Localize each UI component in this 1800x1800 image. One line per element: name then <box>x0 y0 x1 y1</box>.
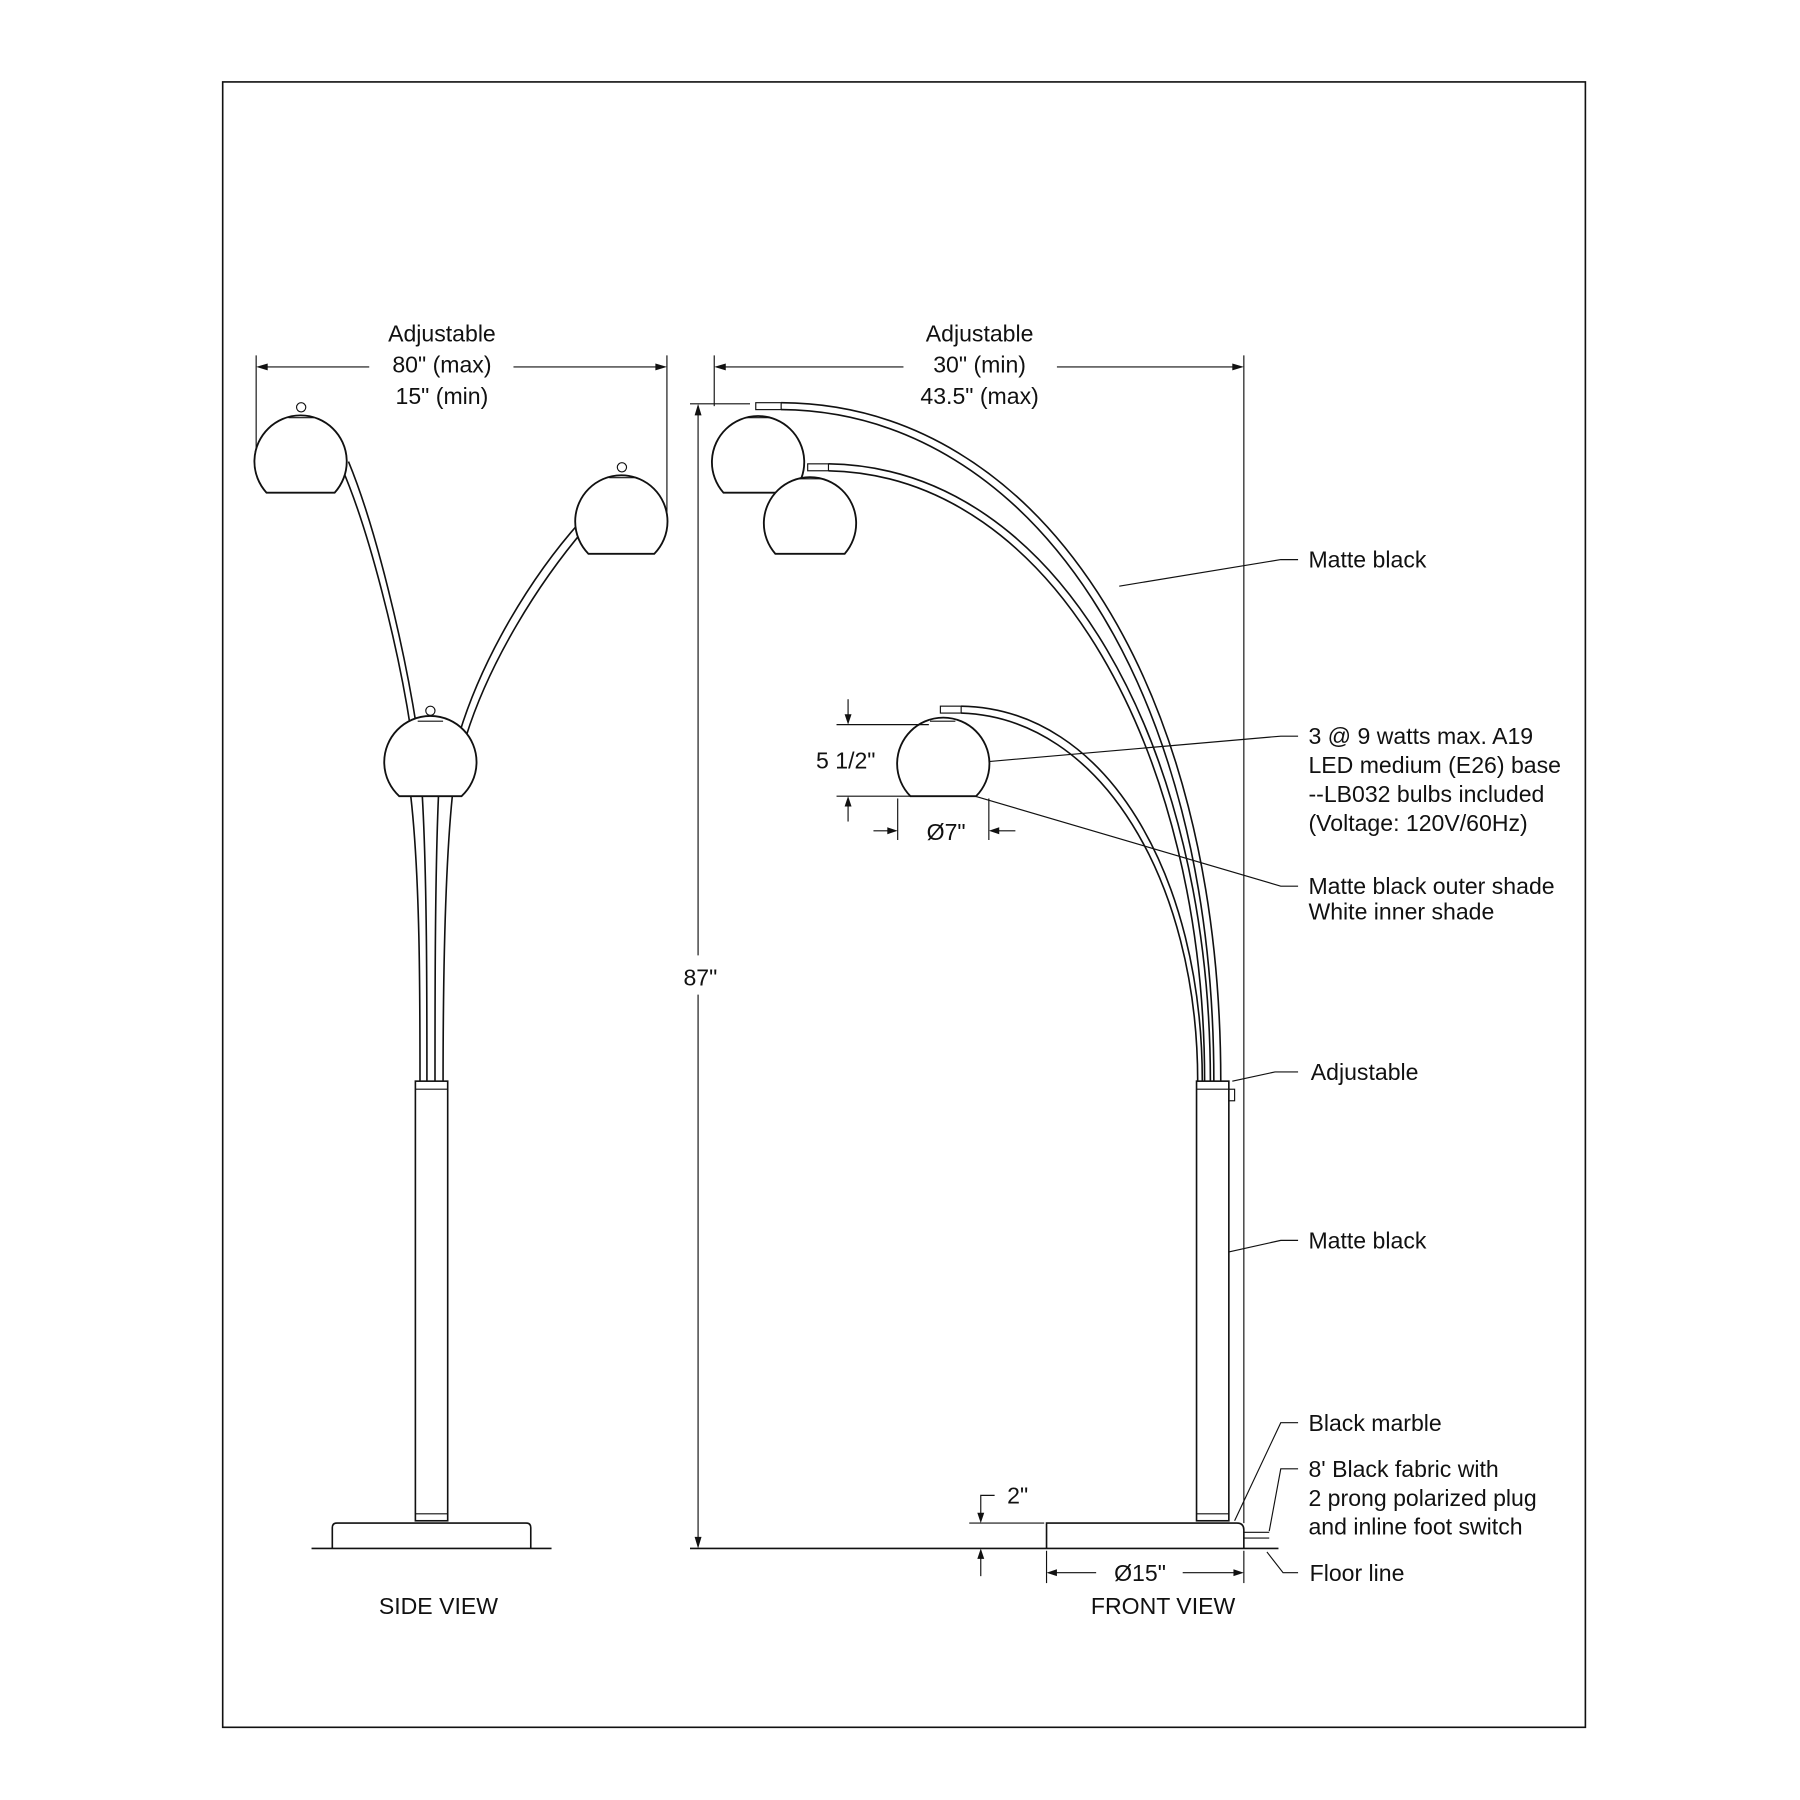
front-shade-bottom <box>896 716 991 798</box>
front-view: Adjustable 30" (min) 43.5" (max) 87" <box>683 321 1279 1619</box>
side-pole <box>414 1080 449 1522</box>
side-view: Adjustable 80" (max) 15" (min) <box>253 321 669 1619</box>
height-dimension: 87" <box>683 403 750 1549</box>
side-shade-right <box>574 462 669 555</box>
shade-diameter-value: Ø7" <box>927 819 966 845</box>
leader-bulbs <box>988 735 1299 763</box>
shade-diameter-dimension: Ø7" <box>873 798 1016 845</box>
base-diameter-value: Ø15" <box>1114 1560 1166 1586</box>
callout-bulbs-2: LED medium (E26) base <box>1308 752 1561 778</box>
side-view-title: SIDE VIEW <box>379 1593 498 1619</box>
front-width-dimension: Adjustable 30" (min) 43.5" (max) <box>713 321 1245 1524</box>
base-diameter-dimension: Ø15" <box>1045 1550 1245 1586</box>
shade-height-value: 5 1/2" <box>816 747 875 773</box>
leader-cord <box>1268 1468 1299 1532</box>
front-pole <box>1195 1080 1230 1522</box>
cord <box>1243 1531 1270 1539</box>
height-value: 87" <box>683 964 717 990</box>
side-shade-center <box>383 705 478 798</box>
front-width-min: 30" (min) <box>933 352 1026 378</box>
side-width-max: 80" (max) <box>392 352 491 378</box>
shade-height-dimension: 5 1/2" <box>816 699 929 822</box>
callout-base: Black marble <box>1308 1410 1441 1436</box>
side-width-dimension: Adjustable 80" (max) 15" (min) <box>255 321 668 525</box>
leader-base <box>1234 1422 1299 1522</box>
leader-adjustable <box>1232 1071 1299 1082</box>
callout-arm-finish: Matte black <box>1308 547 1426 573</box>
side-shade-left <box>253 402 348 494</box>
drawing-border <box>221 81 1587 1729</box>
callout-adjustable: Adjustable <box>1311 1059 1419 1085</box>
leader-shade <box>974 795 1299 887</box>
front-width-label: Adjustable <box>926 321 1034 347</box>
adjust-knob <box>1228 1088 1236 1102</box>
front-view-title: FRONT VIEW <box>1091 1593 1236 1619</box>
side-arms <box>340 461 586 1082</box>
leader-floor <box>1266 1551 1299 1574</box>
callout-bulbs-4: (Voltage: 120V/60Hz) <box>1308 810 1527 836</box>
front-shade-top <box>711 415 806 494</box>
front-width-max: 43.5" (max) <box>920 383 1038 409</box>
leader-arm <box>1119 559 1299 587</box>
base-height-dimension: 2" <box>969 1482 1045 1577</box>
callout-pole-finish: Matte black <box>1308 1227 1426 1253</box>
callout-cord-1: 8' Black fabric with <box>1308 1456 1498 1482</box>
callout-shade-1: Matte black outer shade <box>1308 873 1554 899</box>
callout-bulbs-1: 3 @ 9 watts max. A19 <box>1308 723 1533 749</box>
leader-pole <box>1228 1239 1299 1253</box>
side-width-label: Adjustable <box>388 321 496 347</box>
callouts: Matte black 3 @ 9 watts max. A19 LED med… <box>974 547 1561 1586</box>
callout-shade-2: White inner shade <box>1308 899 1494 925</box>
callout-bulbs-3: --LB032 bulbs included <box>1308 781 1544 807</box>
front-arcs <box>755 401 1222 1082</box>
side-width-min: 15" (min) <box>396 383 489 409</box>
front-shade-middle <box>762 476 858 555</box>
callout-cord-3: and inline foot switch <box>1308 1514 1522 1540</box>
side-base <box>331 1522 532 1549</box>
callout-cord-2: 2 prong polarized plug <box>1308 1485 1536 1511</box>
base-height-value: 2" <box>1007 1482 1028 1508</box>
callout-floor: Floor line <box>1310 1560 1405 1586</box>
front-base <box>1045 1522 1245 1549</box>
